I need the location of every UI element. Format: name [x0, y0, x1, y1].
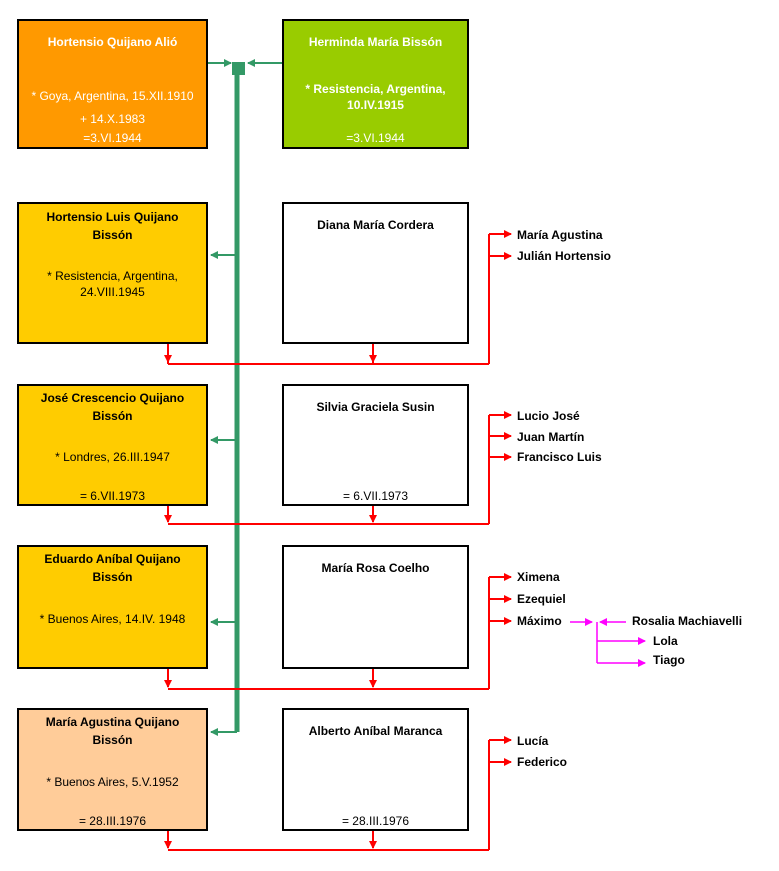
child-marriage-4: = 28.III.1976 [78, 814, 147, 828]
spouse-marriage-4: = 28.III.1976 [341, 814, 410, 828]
grandchild-ezequiel: Ezequiel [517, 592, 566, 606]
child-box-4: María Agustina Quijano Bissón * Buenos A… [17, 708, 208, 831]
child-name-1: Hortensio Luis Quijano Bissón [46, 210, 179, 242]
child-box-1: Hortensio Luis Quijano Bissón * Resisten… [17, 202, 208, 344]
child-name-2: José Crescencio Quijano Bissón [40, 391, 185, 423]
grandchild-lucio-jose: Lucio José [517, 409, 580, 423]
father-marriage: =3.VI.1944 [83, 131, 142, 145]
mother-marriage: =3.VI.1944 [346, 131, 405, 145]
father-birth: * Goya, Argentina, 15.XII.1910 [31, 89, 194, 103]
grandchild-francisco-luis: Francisco Luis [517, 450, 602, 464]
child-birth-2: * Londres, 26.III.1947 [55, 450, 170, 464]
grandchild-ximena: Ximena [517, 570, 560, 584]
spouse-name-3: María Rosa Coelho [321, 561, 430, 575]
child-birth-4: * Buenos Aires, 5.V.1952 [46, 775, 179, 789]
couple-links [164, 230, 512, 851]
father-name: Hortensio Quijano Alió [47, 35, 178, 49]
grandchild-maria-agustina: María Agustina [517, 228, 603, 242]
child-birth-3: * Buenos Aires, 14.IV. 1948 [39, 612, 186, 626]
child-box-3: Eduardo Aníbal Quijano Bissón * Buenos A… [17, 545, 208, 669]
child-box-2: José Crescencio Quijano Bissón * Londres… [17, 384, 208, 506]
grandchild-juan-martin: Juan Martín [517, 430, 585, 444]
father-box: Hortensio Quijano Alió * Goya, Argentina… [17, 19, 208, 149]
spouse-marriage-2: = 6.VII.1973 [342, 489, 409, 503]
child-name-4: María Agustina Quijano Bissón [45, 715, 180, 747]
mother-box: Herminda María Bissón * Resistencia, Arg… [282, 19, 469, 149]
spouse-box-2: Silvia Graciela Susin = 6.VII.1973 [282, 384, 469, 506]
spouse-name-2: Silvia Graciela Susin [316, 400, 435, 414]
spouse-name-4: Alberto Aníbal Maranca [308, 724, 443, 738]
grandchild-links [570, 618, 646, 667]
grandchild-julian-hortensio: Julián Hortensio [517, 249, 612, 263]
spouse-name-1: Diana María Cordera [317, 218, 434, 232]
father-death: + 14.X.1983 [79, 112, 146, 126]
child-name-3: Eduardo Aníbal Quijano Bissón [44, 552, 181, 584]
spouse-box-4: Alberto Aníbal Maranca = 28.III.1976 [282, 708, 469, 831]
great-grandchild-tiago: Tiago [653, 653, 685, 667]
grandchild-maximo: Máximo [517, 614, 562, 628]
grandchild-lucia: Lucía [517, 734, 549, 748]
mother-name: Herminda María Bissón [308, 35, 443, 49]
grandchild-federico: Federico [517, 755, 568, 769]
spouse-box-1: Diana María Cordera [282, 202, 469, 344]
spouse-box-3: María Rosa Coelho [282, 545, 469, 669]
great-grandchild-spouse: Rosalia Machiavelli [632, 614, 743, 628]
child-marriage-2: = 6.VII.1973 [79, 489, 146, 503]
parent-links [208, 59, 282, 736]
great-grandchild-lola: Lola [653, 634, 678, 648]
child-birth-1: * Resistencia, Argentina, 24.VIII.1945 [47, 269, 178, 299]
mother-birth: * Resistencia, Argentina, 10.IV.1915 [305, 82, 446, 112]
